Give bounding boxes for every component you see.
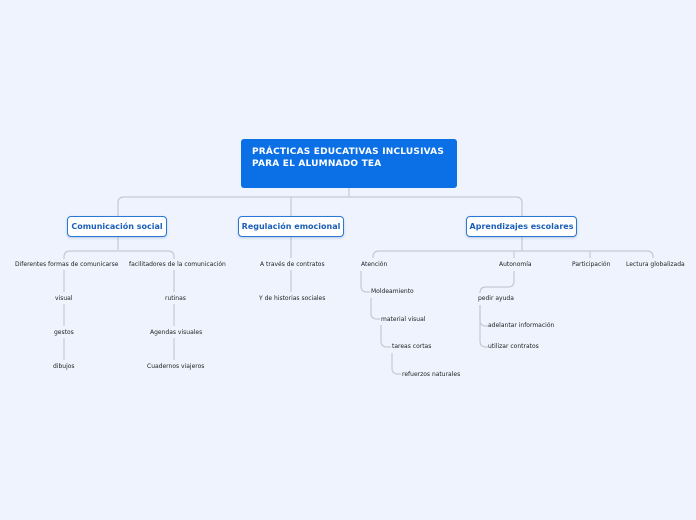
- subtopic-moldeamiento[interactable]: Moldeamiento: [371, 288, 414, 295]
- main-topic-label: Comunicación social: [71, 222, 163, 231]
- central-topic-title: PRÁCTICAS EDUCATIVAS INCLUSIVAS PARA EL …: [252, 147, 445, 169]
- subtopic-pedir-ayuda[interactable]: pedir ayuda: [478, 295, 514, 302]
- main-topic-regulacion-emocional[interactable]: Regulación emocional: [238, 216, 344, 237]
- subtopic-dibujos[interactable]: dibujos: [53, 363, 75, 370]
- subtopic-historias-sociales[interactable]: Y de historias sociales: [259, 295, 326, 302]
- subtopic-facilitadores[interactable]: facilitadores de la comunicación: [129, 261, 226, 268]
- subtopic-tareas-cortas[interactable]: tareas cortas: [392, 343, 432, 350]
- main-topic-comunicacion-social[interactable]: Comunicación social: [67, 216, 167, 237]
- subtopic-participacion[interactable]: Participación: [572, 261, 611, 268]
- subtopic-cuadernos-viajeros[interactable]: Cuadernos viajeros: [147, 363, 205, 370]
- subtopic-contratos[interactable]: A través de contratos: [260, 261, 325, 268]
- subtopic-diferentes-formas[interactable]: Diferentes formas de comunicarse: [15, 261, 119, 268]
- subtopic-refuerzos-naturales[interactable]: refuerzos naturales: [402, 371, 461, 378]
- subtopic-lectura-globalizada[interactable]: Lectura globalizada: [626, 261, 685, 268]
- central-topic[interactable]: PRÁCTICAS EDUCATIVAS INCLUSIVAS PARA EL …: [241, 139, 457, 188]
- subtopic-material-visual[interactable]: material visual: [381, 316, 426, 323]
- subtopic-rutinas[interactable]: rutinas: [165, 295, 186, 302]
- subtopic-visual[interactable]: visual: [55, 295, 73, 302]
- subtopic-adelantar-informacion[interactable]: adelantar información: [488, 322, 555, 329]
- subtopic-autonomia[interactable]: Autonomía: [499, 261, 532, 268]
- subtopic-agendas-visuales[interactable]: Agendas visuales: [150, 329, 203, 336]
- main-topic-aprendizajes-escolares[interactable]: Aprendizajes escolares: [466, 216, 577, 237]
- main-topic-label: Regulación emocional: [241, 222, 341, 231]
- main-topic-label: Aprendizajes escolares: [469, 222, 574, 231]
- subtopic-atencion[interactable]: Atención: [361, 261, 388, 268]
- subtopic-gestos[interactable]: gestos: [54, 329, 74, 336]
- subtopic-utilizar-contratos[interactable]: utilizar contratos: [488, 343, 539, 350]
